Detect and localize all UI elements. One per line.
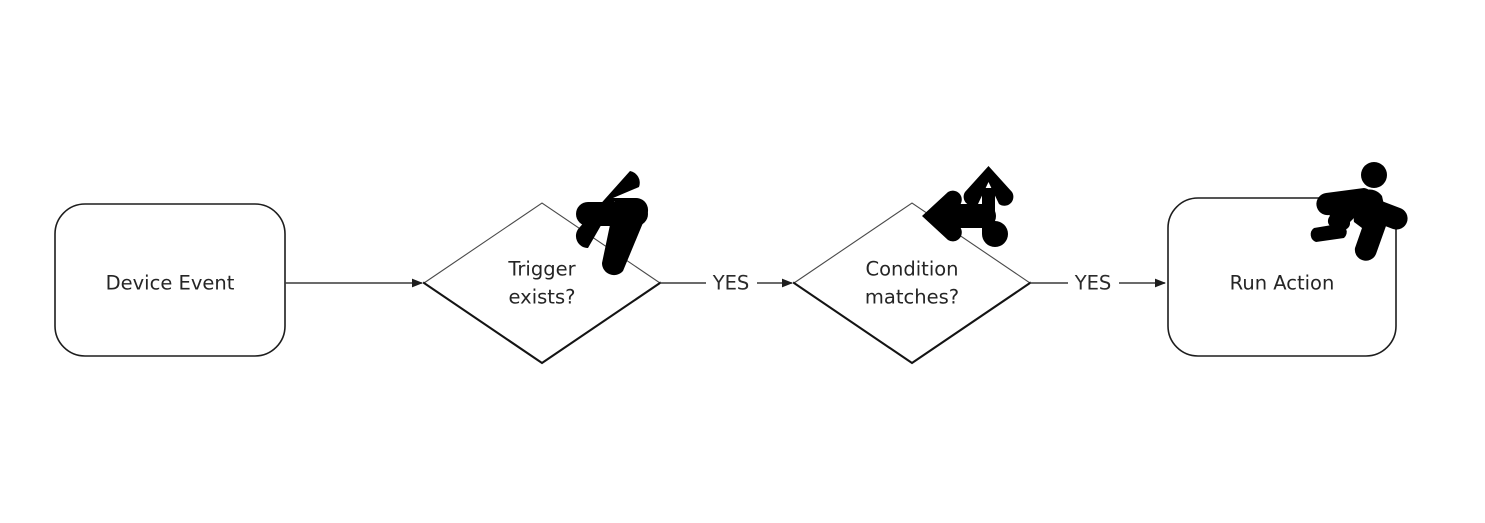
condition-matches-label-line1: Condition bbox=[865, 258, 958, 281]
trigger-exists-shape-lower-edge bbox=[422, 281, 662, 365]
trigger-exists-label-line2: exists? bbox=[509, 286, 576, 309]
branch-arrows-icon bbox=[922, 166, 1014, 247]
edge-condition-to-action: YES bbox=[1030, 272, 1166, 295]
edge-trigger-yes-label: YES bbox=[712, 272, 750, 295]
run-action-label: Run Action bbox=[1230, 272, 1335, 295]
device-event-shape[interactable] bbox=[54, 203, 286, 357]
node-trigger-exists[interactable]: Trigger exists? bbox=[422, 202, 662, 365]
condition-matches-shape-lower-edge bbox=[792, 281, 1032, 365]
lightning-bolt-icon bbox=[575, 171, 649, 276]
node-device-event[interactable]: Device Event bbox=[54, 203, 286, 357]
running-person-icon bbox=[1310, 162, 1408, 261]
condition-matches-label-line2: matches? bbox=[865, 286, 959, 309]
edge-condition-yes-label: YES bbox=[1074, 272, 1112, 295]
edge-trigger-to-condition: YES bbox=[660, 272, 793, 295]
trigger-exists-label-line1: Trigger bbox=[507, 258, 576, 281]
device-event-label: Device Event bbox=[106, 272, 235, 295]
